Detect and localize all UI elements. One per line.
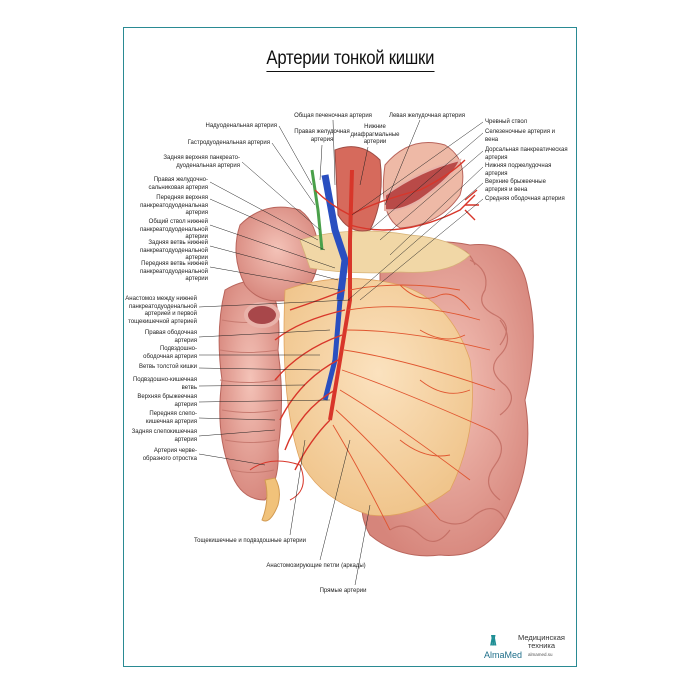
leader-line: [198, 417, 276, 421]
bile-duct: [310, 169, 324, 251]
label-right-3: Нижняя поджелудочная артерия: [485, 163, 552, 177]
leader-line: [198, 429, 276, 437]
logo-url: almamed.su: [528, 652, 553, 657]
leader-line: [198, 384, 306, 387]
leader-line: [379, 150, 484, 241]
label-top-left-7: Передняя ветвь нижней панкреатодуоденаль…: [139, 261, 208, 283]
label-bottom-1: Анастомозирующие петли (аркады): [266, 563, 366, 569]
leader-line: [332, 119, 336, 186]
label-right-1: Селезеночные артерия и вена: [485, 129, 555, 143]
leader-lines: [198, 119, 484, 586]
smv-vein: [322, 299, 343, 401]
label-top-center-0: Общая печеночная артерия: [294, 113, 372, 119]
leader-line: [347, 182, 484, 301]
leader-line: [198, 367, 321, 371]
leader-line: [209, 198, 326, 251]
poster-frame: [123, 27, 577, 667]
label-bottom-0: Тощекишечные и подвздошные артерии: [193, 538, 307, 544]
label-bottom-2: Прямые артерии: [319, 588, 367, 594]
mesentery: [283, 278, 473, 517]
leader-line: [289, 439, 306, 536]
label-lower-left-4: Подвздошно-кишечная ветвь: [132, 377, 197, 391]
leader-line: [271, 142, 316, 206]
label-lower-left-7: Задняя слепокишечная артерия: [131, 429, 197, 443]
liver-part: [334, 146, 382, 232]
label-lower-left-8: Артерия черве- образного отростка: [142, 448, 197, 462]
leader-line: [198, 329, 331, 338]
leader-line: [278, 125, 313, 186]
leader-line: [389, 166, 484, 256]
jejunal-ileal-arteries: [332, 284, 496, 531]
leader-line: [351, 121, 484, 216]
label-top-left-0: Надуоденальная артерия: [205, 123, 277, 129]
label-top-left-1: Гастродуоденальная артерия: [187, 140, 270, 146]
leader-line: [241, 161, 321, 231]
leader-line: [198, 453, 266, 466]
artery-branches: [274, 159, 479, 471]
pancreas: [299, 230, 471, 274]
label-lower-left-3: Ветвь толстой кишки: [138, 364, 197, 370]
logo-brand: AlmaMed: [484, 650, 523, 660]
leader-line: [209, 224, 336, 269]
leader-line: [319, 144, 323, 181]
almamed-logo: /\/\ AlmaMed Медицинская техника almamed…: [484, 632, 574, 664]
label-top-left-6: Задняя ветвь нижней панкреатодуоденально…: [139, 240, 208, 262]
label-top-left-5: Общий ствол нижней панкреатодуоденальной…: [139, 219, 208, 241]
logo-tagline: Медицинская техника: [518, 633, 565, 650]
leader-line: [369, 132, 484, 231]
poster-title-text: Артерии тонкой кишки: [266, 48, 434, 72]
leader-line: [384, 119, 421, 206]
label-right-0: Чревный ствол: [485, 119, 528, 125]
label-top-center-3: Левая желудочная артерия: [389, 113, 465, 119]
poster-title: Артерии тонкой кишки: [0, 48, 700, 72]
cut-duodenum: [244, 302, 280, 328]
label-right-2: Дорсальная панкреатическая артерия: [485, 147, 568, 161]
appendix-area: [249, 460, 304, 522]
leader-line: [209, 266, 341, 291]
leader-line: [319, 439, 351, 561]
leader-line: [354, 504, 371, 586]
leader-line: [359, 198, 484, 301]
leader-line: [209, 181, 319, 241]
leader-line: [359, 146, 369, 186]
label-top-center-1: Правая желудочная артерия: [294, 129, 350, 143]
label-top-left-4: Передняя верхняя панкреатодуоденальная а…: [140, 195, 208, 217]
leader-line: [198, 399, 331, 403]
leader-line: [209, 245, 339, 281]
label-lower-left-6: Передняя слепо- кишечная артерия: [145, 411, 197, 425]
label-right-4: Верхние брыжеечные артерия и вена: [485, 179, 546, 193]
label-lower-left-1: Правая ободочная артерия: [144, 330, 197, 344]
leader-line: [198, 299, 351, 308]
label-top-center-2: Нижние диафрагмальные артерии: [350, 124, 400, 146]
label-right-5: Средняя ободочная артерия: [485, 196, 565, 202]
label-lower-left-5: Верхняя брыжеечная артерия: [137, 394, 197, 408]
label-lower-left-2: Подвздошно- ободочная артерия: [143, 346, 197, 360]
almamed-logo-icon: /\/\: [490, 632, 496, 648]
label-top-left-2: Задняя верхняя панкреато- дуоденальная а…: [163, 155, 240, 169]
label-lower-left-0: Анастомоз между нижней панкреатодуоденал…: [125, 296, 197, 325]
label-top-left-3: Правая желудочно- сальниковая артерия: [148, 177, 208, 191]
